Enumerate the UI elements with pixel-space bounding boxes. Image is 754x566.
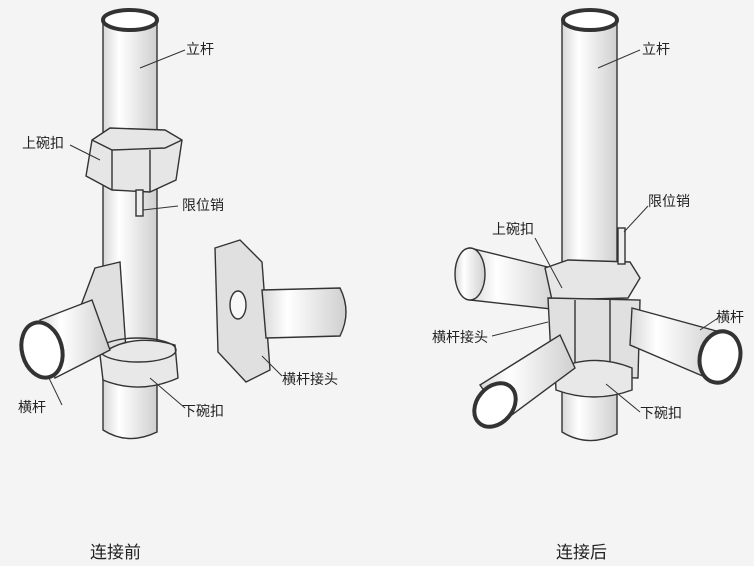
- right-lower-cup: [554, 359, 633, 398]
- right-caption: 连接后: [556, 543, 607, 563]
- left-upper-cup: [85, 127, 183, 193]
- left-lower-cup: [99, 339, 179, 388]
- leader-lines: [47, 49, 719, 413]
- left-label-upright: 立杆: [186, 42, 214, 58]
- right-front-crossbar-end: [472, 381, 518, 429]
- right-assembly: [454, 8, 743, 442]
- left-limit-pin: [135, 189, 144, 217]
- right-label-crossbar: 横杆: [716, 310, 744, 326]
- right-limit-pin: [617, 227, 626, 265]
- left-label-limit-pin: 限位销: [182, 198, 224, 214]
- right-upper-cup: [544, 259, 641, 301]
- right-label-lower-cup: 下碗扣: [640, 406, 682, 422]
- left-assembly: [19, 8, 347, 440]
- right-label-upright: 立杆: [642, 42, 670, 58]
- left-label-lower-cup: 下碗扣: [182, 404, 224, 420]
- left-caption: 连接前: [90, 543, 141, 563]
- right-label-upper-cup: 上碗扣: [492, 222, 534, 238]
- left-label-crossbar: 横杆: [18, 400, 46, 416]
- left-label-crossbar-joint: 横杆接头: [282, 372, 338, 388]
- right-right-crossbar-end: [697, 329, 743, 385]
- right-label-crossbar-joint: 横杆接头: [432, 330, 488, 346]
- left-crossbar-end: [19, 320, 65, 380]
- right-upright-top-ring: [561, 8, 619, 32]
- right-label-limit-pin: 限位销: [648, 194, 690, 210]
- left-label-upper-cup: 上碗扣: [22, 136, 64, 152]
- left-detached-crossbar: [261, 287, 347, 339]
- left-upright-top-ring: [101, 8, 159, 32]
